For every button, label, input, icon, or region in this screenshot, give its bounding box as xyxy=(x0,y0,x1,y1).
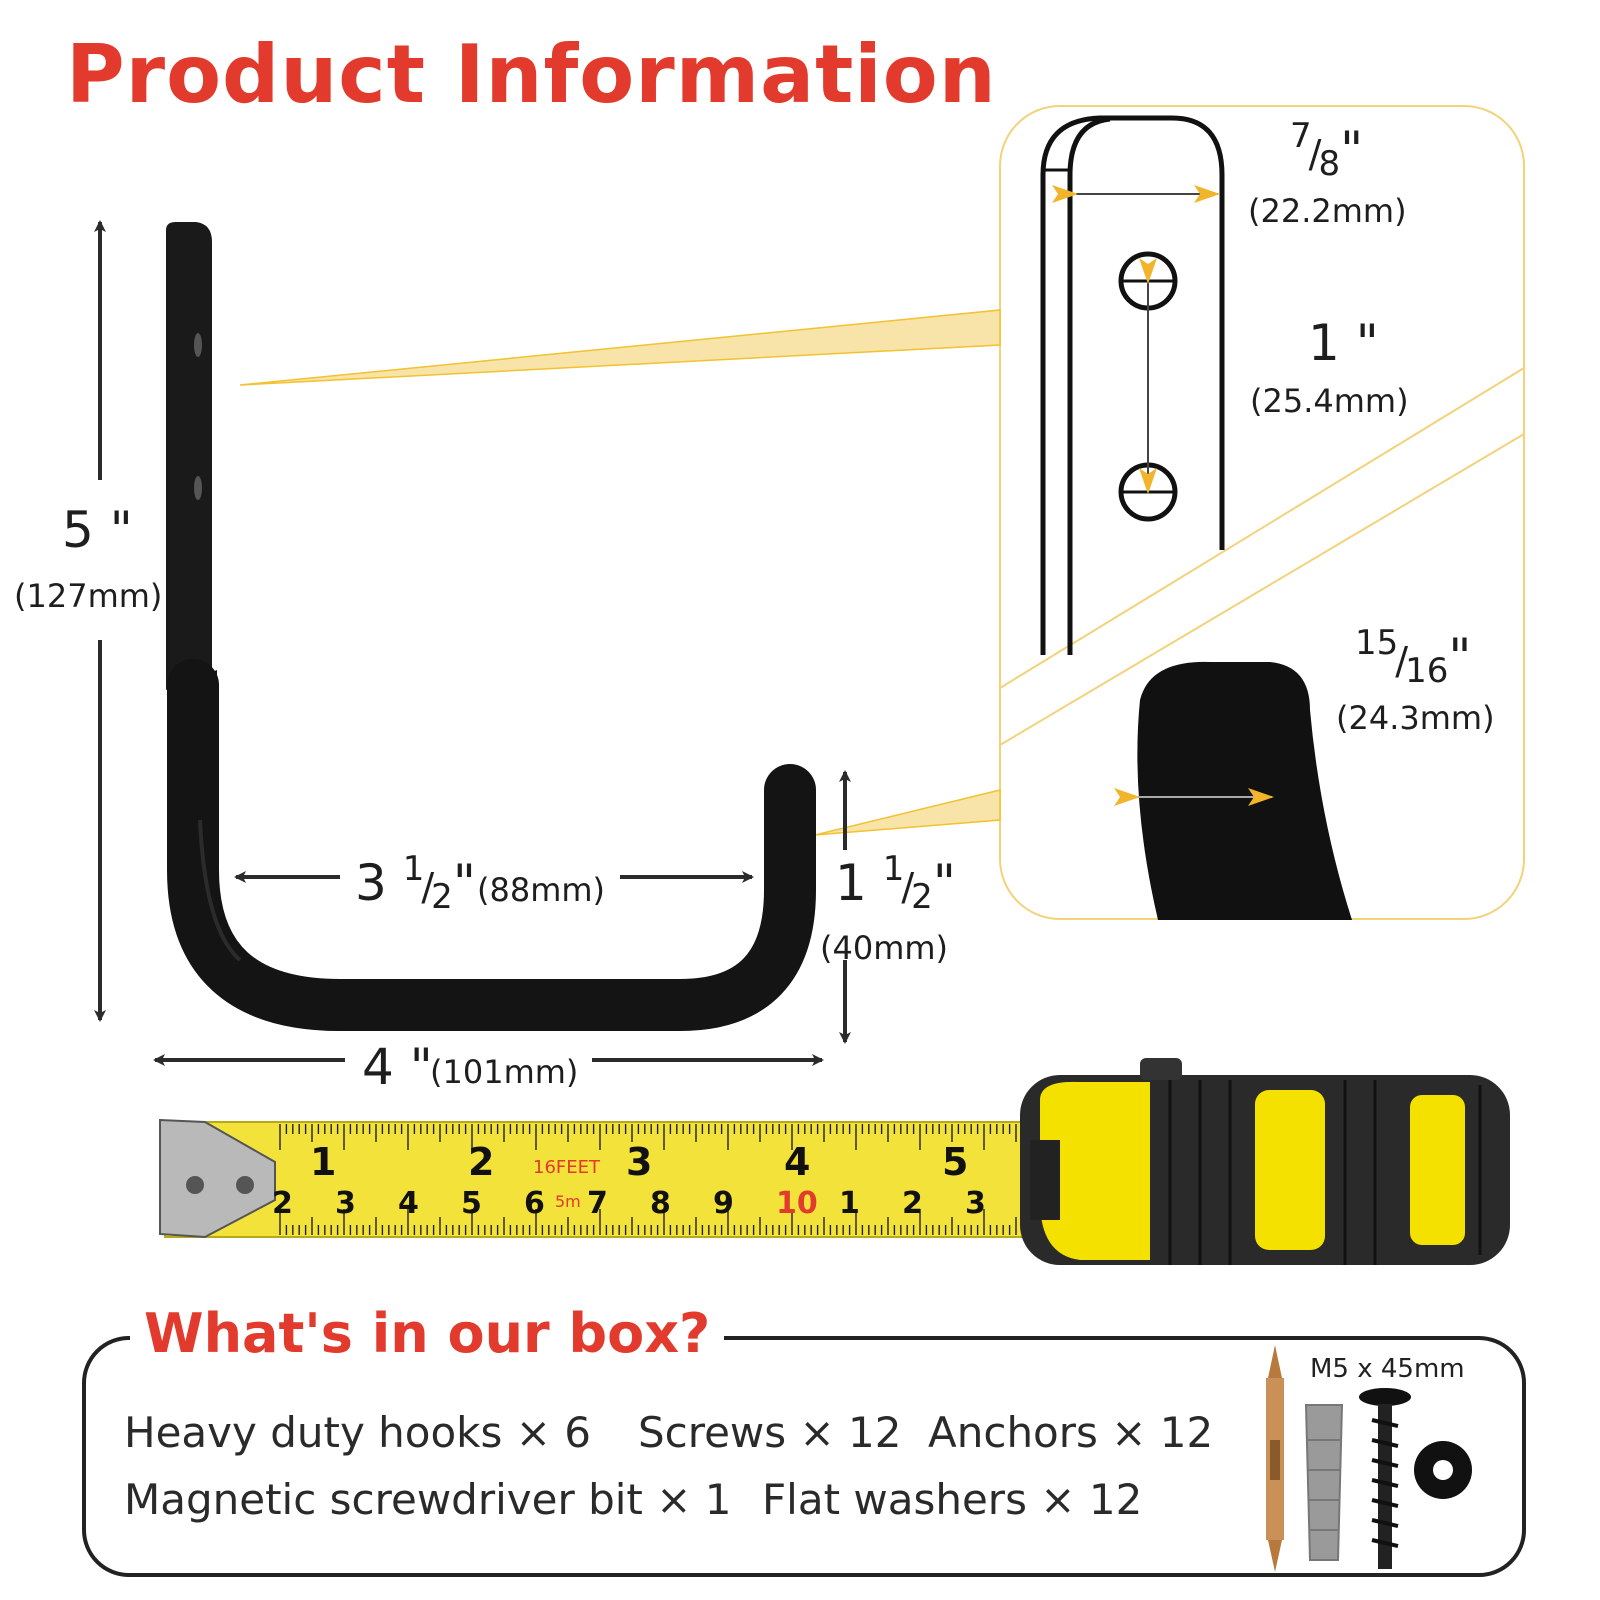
box-frame xyxy=(82,1336,1526,1577)
callout-leader-top xyxy=(239,309,1001,386)
outer-width-label: 4 " xyxy=(362,1038,433,1096)
anchor-icon xyxy=(1304,1404,1344,1561)
tape-bottom-number: 9 xyxy=(713,1186,734,1221)
tape-bottom-number: 1 xyxy=(839,1186,860,1221)
callout-divider xyxy=(999,367,1525,689)
tape-bottom-number: 5 xyxy=(461,1186,482,1221)
tape-bottom-number: 8 xyxy=(650,1186,671,1221)
page-title: Product Information xyxy=(66,28,997,121)
plate-width-label: 7/8" xyxy=(1290,116,1364,184)
tape-bottom-number: 4 xyxy=(398,1186,419,1221)
tape-bottom-number: 2 xyxy=(272,1186,293,1221)
tube-detail xyxy=(1137,661,1352,920)
tape-bottom-number: 2 xyxy=(902,1186,923,1221)
hook-drawing xyxy=(166,222,816,1031)
tape-hook-tip xyxy=(159,1118,276,1239)
hardware-illustrations xyxy=(1266,1345,1472,1572)
tube-width-mm-label: (24.3mm) xyxy=(1336,699,1495,737)
tape-top-number: 1 xyxy=(310,1140,337,1184)
tape-top-number: 3 xyxy=(626,1140,653,1184)
item-screws: Screws × 12 xyxy=(638,1408,902,1457)
item-bit: Magnetic screwdriver bit × 1 xyxy=(124,1475,732,1524)
tape-metric-text: 5m xyxy=(555,1192,581,1211)
tape-bottom-number: 10 xyxy=(776,1186,818,1221)
outer-width-mm-label: (101mm) xyxy=(430,1053,579,1091)
tape-bottom-number: 6 xyxy=(524,1186,545,1221)
bit-tip-top xyxy=(1268,1345,1282,1378)
callout-leader-bottom xyxy=(814,789,1001,836)
screw-head xyxy=(1359,1388,1411,1406)
tube-width-label: 15/16" xyxy=(1355,623,1472,691)
inner-width-label: 3 1/2" xyxy=(355,849,476,917)
height-mm-label: (127mm) xyxy=(14,577,163,615)
tape-top-number: 5 xyxy=(942,1140,969,1184)
tape-brand-text: 16FEET xyxy=(533,1157,600,1178)
lip-height-mm-label: (40mm) xyxy=(820,929,949,967)
tape-bottom-number: 3 xyxy=(335,1186,356,1221)
screw-spec-label: M5 x 45mm xyxy=(1310,1354,1465,1384)
inner-width-mm-label: (88mm) xyxy=(477,871,606,909)
hole-spacing-mm-label: (25.4mm) xyxy=(1250,382,1409,420)
item-washers: Flat washers × 12 xyxy=(762,1475,1143,1524)
tape-lock xyxy=(1030,1140,1060,1220)
box-title: What's in our box? xyxy=(130,1302,725,1365)
tape-bottom-number: 7 xyxy=(587,1186,608,1221)
plate-detail xyxy=(1040,115,1225,655)
hole-spacing-label: 1 " xyxy=(1308,314,1379,372)
item-hooks: Heavy duty hooks × 6 xyxy=(124,1408,592,1457)
tape-top-number: 2 xyxy=(468,1140,495,1184)
lip-height-label: 1 1/2" xyxy=(835,849,956,917)
item-anchors: Anchors × 12 xyxy=(928,1408,1214,1457)
height-inch-label: 5 " xyxy=(62,501,133,559)
tape-bottom-number: 3 xyxy=(965,1186,986,1221)
tape-measure xyxy=(159,1058,1510,1265)
tape-top-number: 4 xyxy=(784,1140,811,1184)
plate-width-mm-label: (22.2mm) xyxy=(1248,192,1407,230)
